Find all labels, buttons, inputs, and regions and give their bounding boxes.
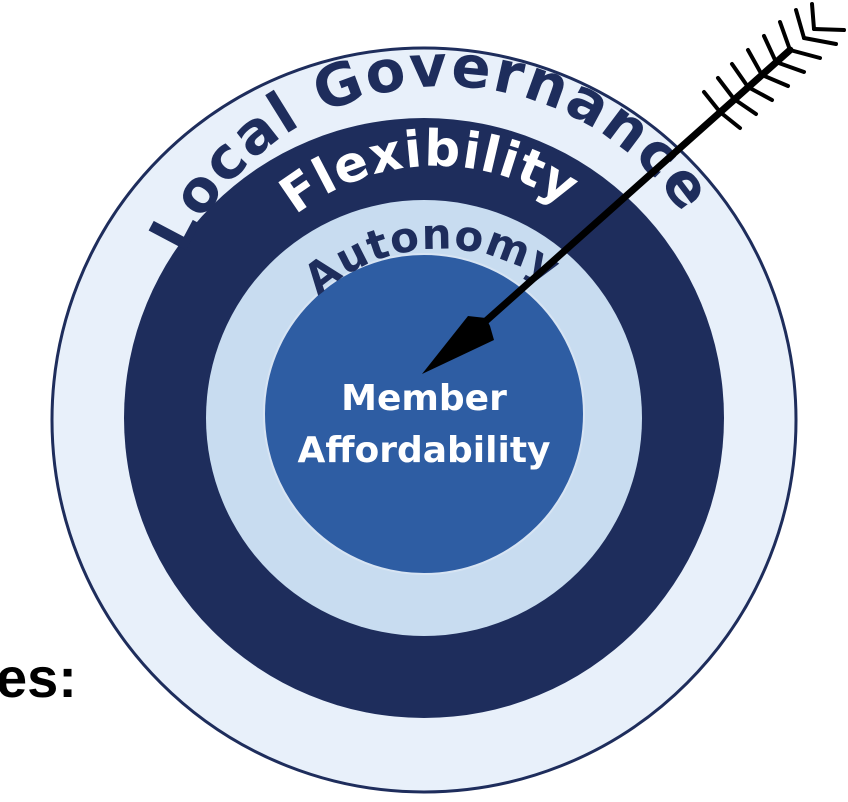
side-text: es:: [0, 646, 77, 709]
center-label-line1: Member: [341, 378, 507, 419]
ring-member-affordability: [263, 253, 585, 575]
center-label-line2: Affordability: [297, 430, 550, 471]
arrow-icon: [422, 2, 846, 374]
